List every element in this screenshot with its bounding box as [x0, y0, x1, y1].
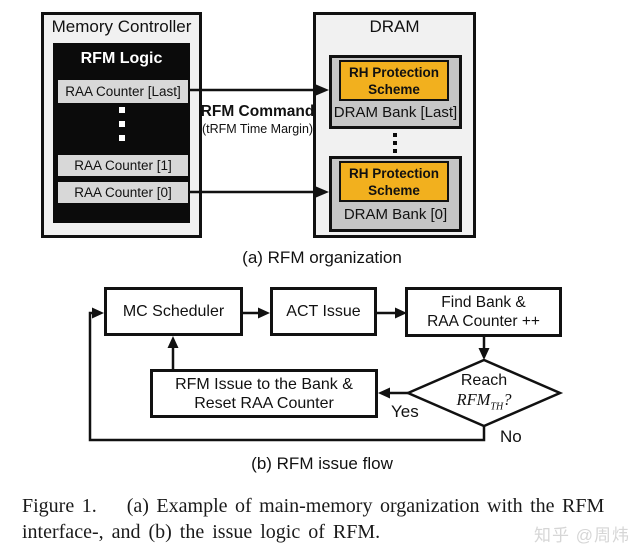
memory-controller-title: Memory Controller: [51, 17, 192, 36]
watermark: 知乎 @周炜: [534, 526, 630, 545]
figure-caption: Figure 1. (a) Example of main-memory org…: [22, 493, 630, 545]
rfm-issue-line1: RFM Issue to the Bank &: [175, 375, 353, 393]
dram-title: DRAM: [369, 17, 420, 36]
mc-ellipsis-dot: [119, 107, 125, 113]
decision-line2: RFMTH?: [408, 390, 560, 416]
find-bank-line1: Find Bank &: [441, 294, 526, 311]
rfm-issue-line2: Reset RAA Counter: [194, 394, 334, 412]
dram-ellipsis-dot: [393, 133, 397, 137]
raa-counter-1: RAA Counter [1]: [58, 155, 188, 176]
arrowhead-rfmissue-to-mc: [167, 336, 179, 348]
find-bank-node: Find Bank & RAA Counter ++: [405, 287, 562, 337]
raa-counter-last: RAA Counter [Last]: [58, 80, 188, 103]
rh-protection-scheme-0: RH Protection Scheme: [339, 161, 449, 202]
dram-ellipsis-dot: [393, 149, 397, 153]
act-issue-label: ACT Issue: [286, 303, 361, 320]
panel-b-caption: (b) RFM issue flow: [251, 454, 393, 473]
figure-caption-line2: interface-, and (b) the issue logic of R…: [22, 521, 381, 543]
decision-sub: TH: [490, 401, 504, 413]
act-issue-node: ACT Issue: [270, 287, 377, 336]
mc-ellipsis-dot: [119, 121, 125, 127]
rfm-logic-title: RFM Logic: [80, 50, 163, 67]
rfm-command-label: RFM Command: [200, 103, 315, 120]
panel-a-caption: (a) RFM organization: [242, 248, 402, 267]
figure-caption-line1: Figure 1. (a) Example of main-memory org…: [22, 495, 605, 517]
rh-protection-scheme-last: RH Protection Scheme: [339, 60, 449, 101]
decision-line1: Reach: [460, 372, 508, 389]
arrowhead-yes: [378, 387, 390, 399]
arrowhead-find-to-decision: [478, 348, 490, 360]
decision-node-text: Reach RFMTH?: [408, 371, 560, 416]
arrowhead-mc-to-act: [258, 307, 270, 319]
dram-bank-0-label: DRAM Bank [0]: [343, 206, 448, 223]
dram-bank-last-label: DRAM Bank [Last]: [333, 104, 458, 121]
dram-ellipsis-dot: [393, 141, 397, 145]
mc-scheduler-node: MC Scheduler: [104, 287, 243, 336]
mc-ellipsis-dot: [119, 135, 125, 141]
raa-counter-0: RAA Counter [0]: [58, 182, 188, 203]
decision-math: RFM: [456, 390, 491, 409]
arrowhead-no-loop: [92, 307, 104, 319]
mc-scheduler-label: MC Scheduler: [122, 303, 225, 320]
rfm-issue-node: RFM Issue to the Bank & Reset RAA Counte…: [150, 369, 378, 418]
edge-no-label: No: [500, 427, 522, 446]
decision-question-mark: ?: [503, 390, 512, 409]
find-bank-line2: RAA Counter ++: [427, 313, 540, 330]
trfm-margin-label: (tRFM Time Margin): [201, 122, 314, 136]
